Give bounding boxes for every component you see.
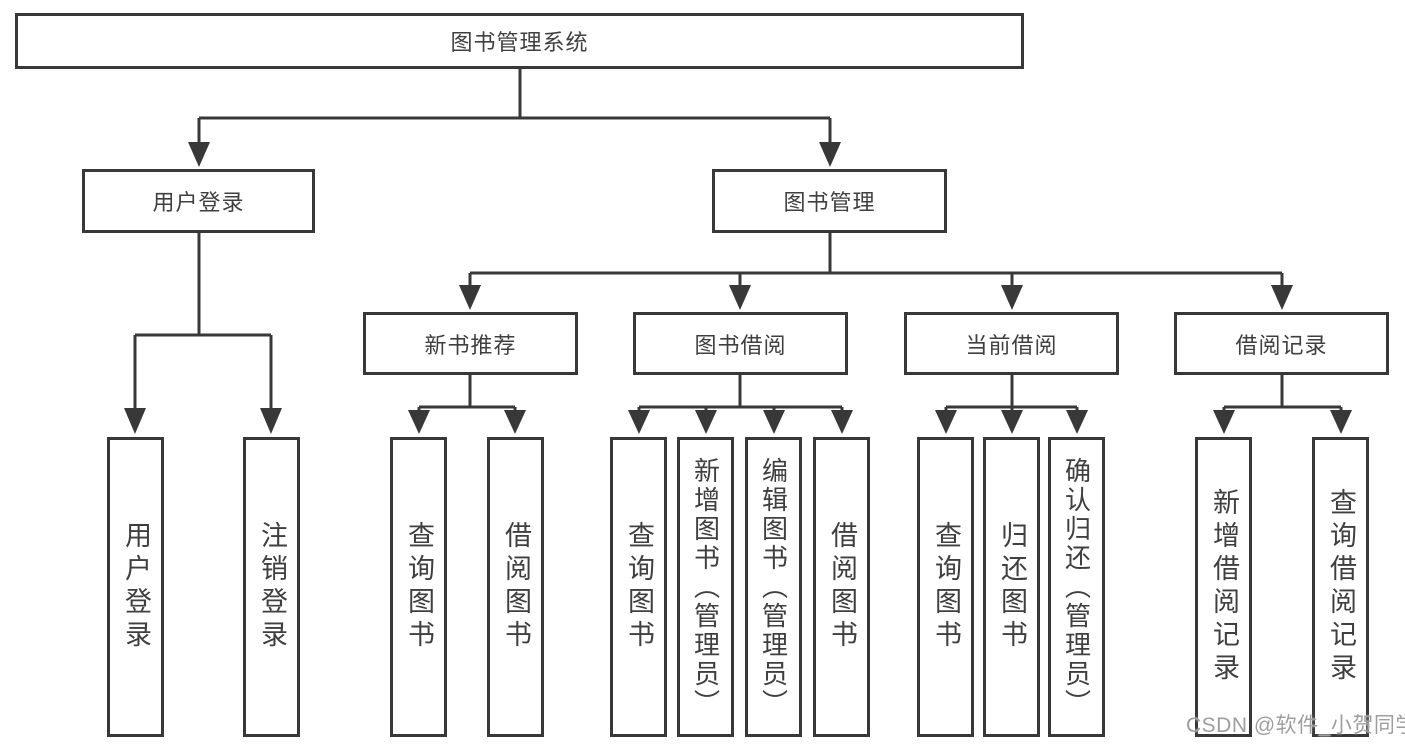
connector-current-borrow-children xyxy=(935,375,1088,434)
leaf-newbook-query-book: 查询图书 xyxy=(390,437,447,737)
node-current-borrowing: 当前借阅 xyxy=(904,312,1119,375)
leaf-current-confirm-return-admin: 确认归还（管理员） xyxy=(1048,437,1105,737)
connector-borrow-record-children xyxy=(1213,375,1352,434)
node-book-borrowing: 图书借阅 xyxy=(633,312,848,375)
node-book-management: 图书管理 xyxy=(712,169,947,233)
connector-book-mgmt-children xyxy=(459,233,1293,310)
node-user-login: 用户登录 xyxy=(82,169,315,233)
leaf-record-query-borrow-record: 查询借阅记录 xyxy=(1312,437,1369,737)
leaf-user-login: 用户登录 xyxy=(107,437,164,737)
leaf-borrow-edit-book-admin: 编辑图书（管理员） xyxy=(745,437,802,737)
leaf-record-add-borrow-record: 新增借阅记录 xyxy=(1195,437,1252,737)
csdn-watermark: CSDN @软件_小贺同学 xyxy=(1186,714,1405,737)
leaf-newbook-borrow-book: 借阅图书 xyxy=(487,437,544,737)
leaf-current-query-book: 查询图书 xyxy=(917,437,974,737)
leaf-borrow-query-book: 查询图书 xyxy=(610,437,667,737)
leaf-borrow-add-book-admin: 新增图书（管理员） xyxy=(677,437,734,737)
connector-new-book-children xyxy=(408,375,526,434)
connector-book-borrow-children xyxy=(628,375,853,434)
leaf-borrow-borrow-book: 借阅图书 xyxy=(813,437,870,737)
node-root-system: 图书管理系统 xyxy=(15,13,1024,69)
connector-user-login-children xyxy=(124,233,282,434)
leaf-current-return-book: 归还图书 xyxy=(983,437,1040,737)
connector-root-to-level2 xyxy=(188,69,841,167)
leaf-logout: 注销登录 xyxy=(243,437,300,737)
node-new-book-recommend: 新书推荐 xyxy=(363,312,578,375)
node-borrowing-records: 借阅记录 xyxy=(1174,312,1389,375)
